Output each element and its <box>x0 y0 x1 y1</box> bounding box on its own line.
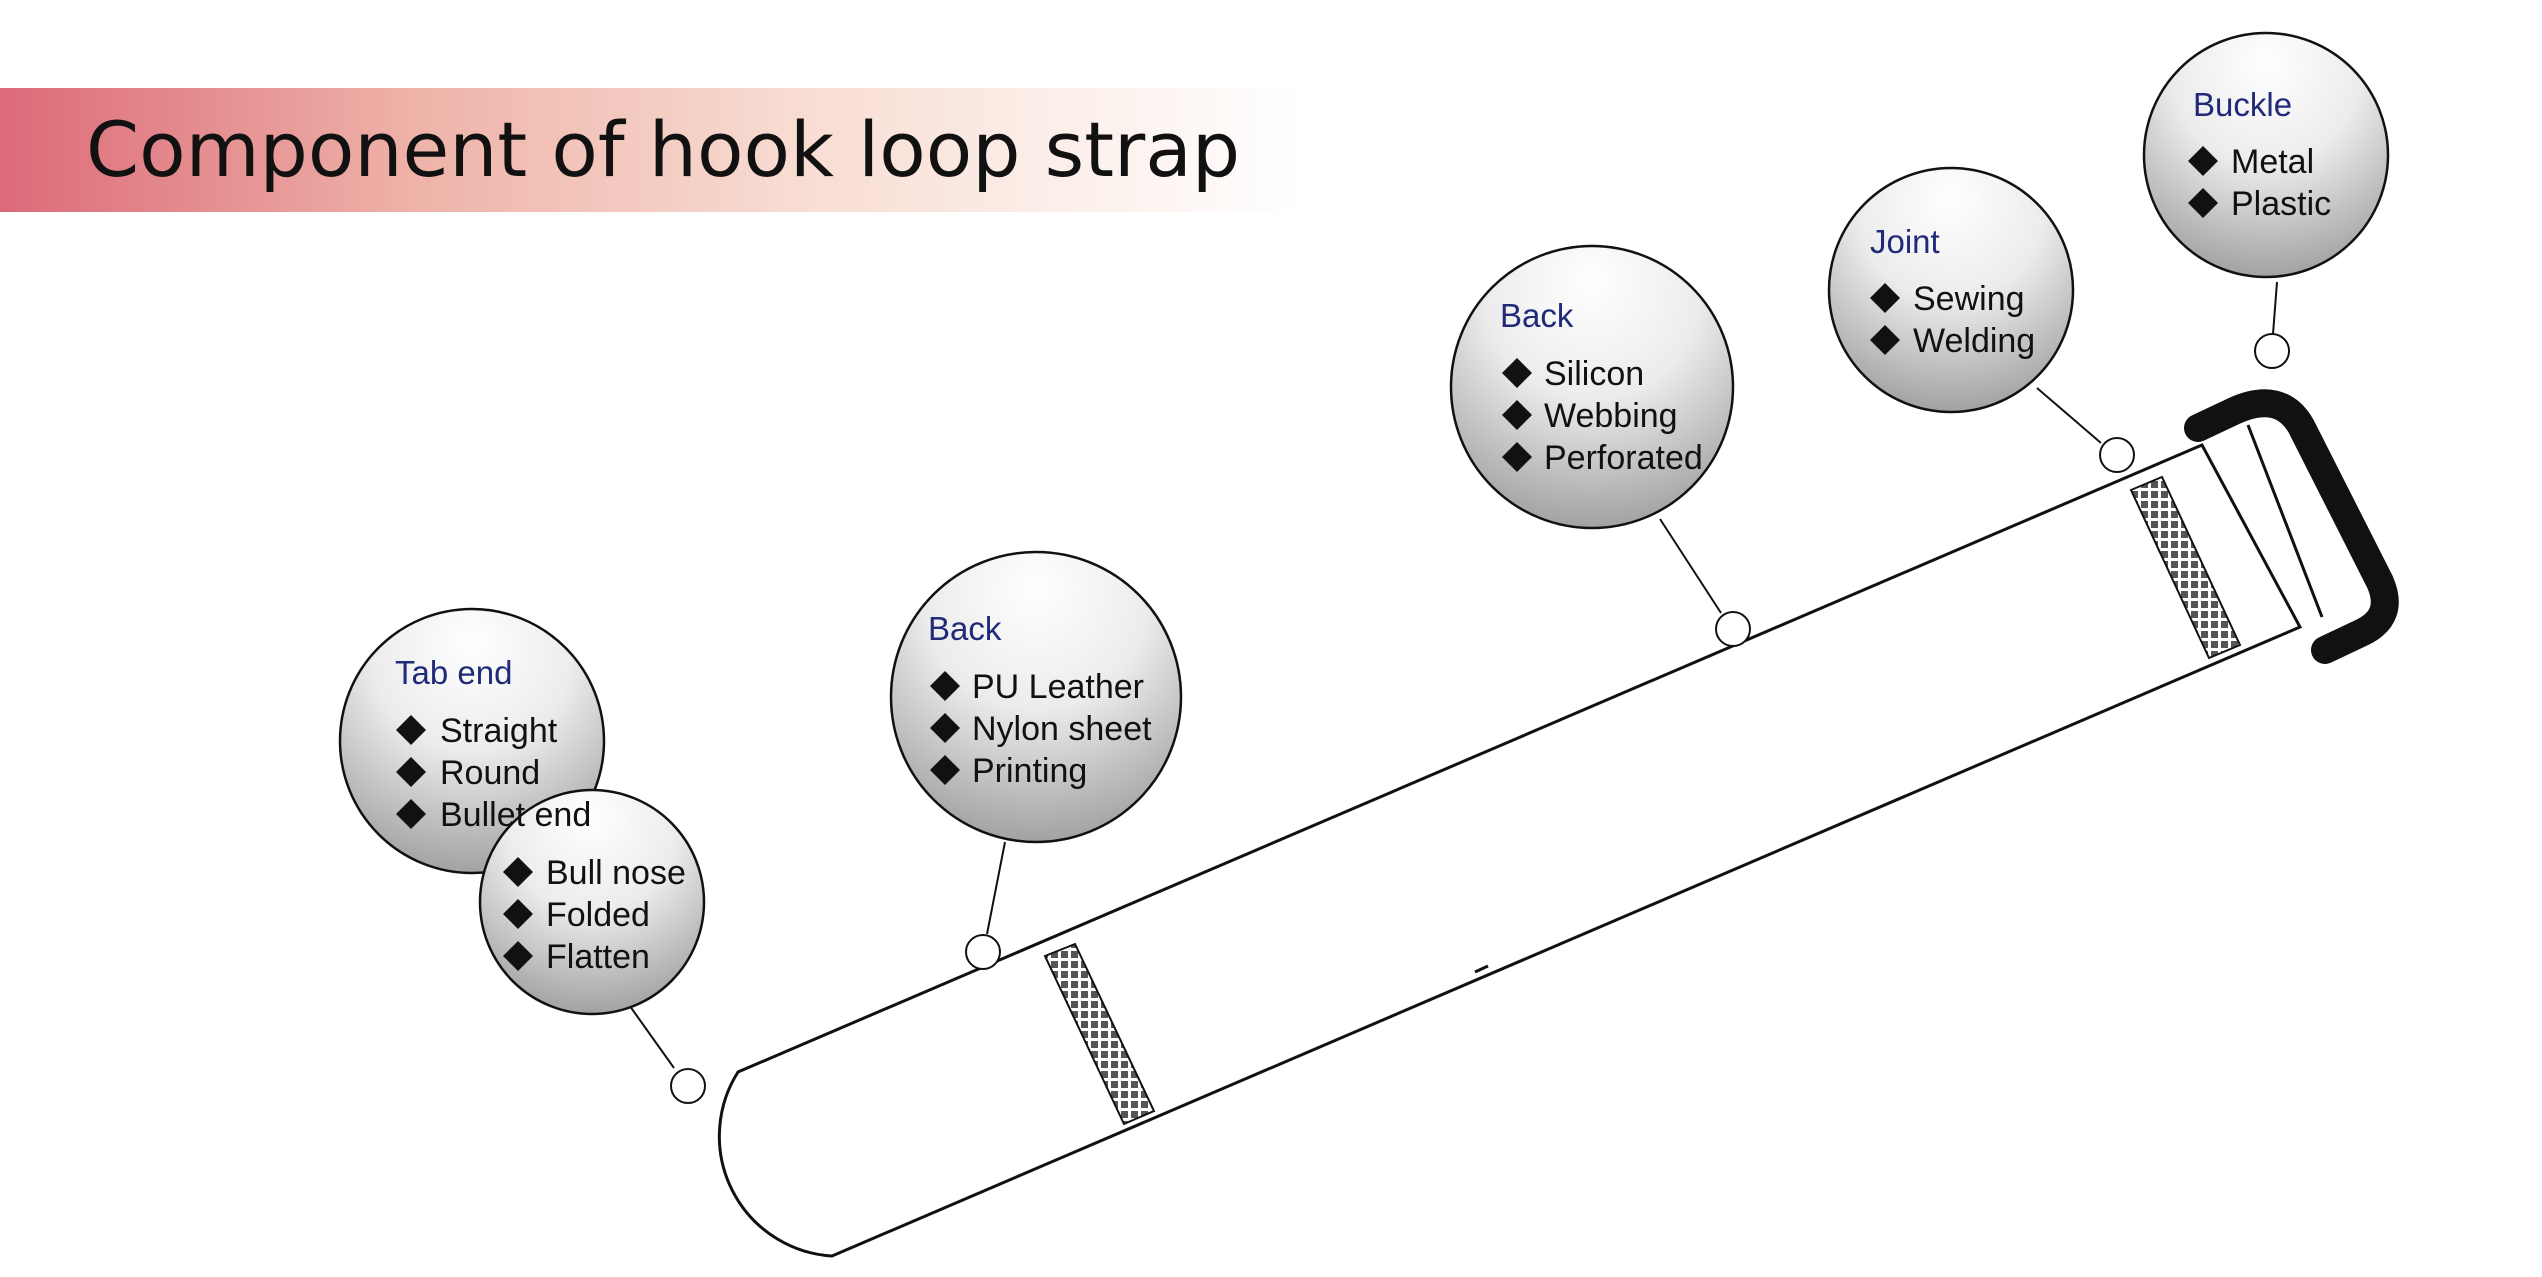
strap-body <box>717 443 2303 1258</box>
leader-dot-buckle <box>2254 333 2290 369</box>
bullet-list: Straight Round Bullet end Bull nose Fold… <box>396 712 686 976</box>
bubble-title: Back <box>928 610 1002 647</box>
list-item: Silicon <box>1544 355 1644 393</box>
diamond-bullet-icon <box>396 715 426 745</box>
diamond-bullet-icon <box>1502 400 1532 430</box>
leader-back-right <box>1659 518 1722 614</box>
bubble-title: Buckle <box>2193 86 2292 123</box>
strap-end-line <box>2246 424 2324 618</box>
bubble-circle <box>889 550 1183 844</box>
diamond-bullet-icon <box>1502 442 1532 472</box>
diamond-bullet-icon <box>396 757 426 787</box>
bubble-buckle: Buckle Metal Plastic <box>2142 31 2390 279</box>
leader-back-left <box>986 841 1006 935</box>
list-item: Folded <box>546 896 650 934</box>
leader-dot-back-left <box>965 934 1001 970</box>
leader-dot-joint <box>2099 437 2135 473</box>
list-item: Perforated <box>1544 439 1703 477</box>
bubble-title: Tab end <box>395 654 512 691</box>
list-item: Round <box>440 754 540 792</box>
leader-lines <box>626 281 2290 1104</box>
diamond-bullet-icon <box>503 857 533 887</box>
bubble-back-right: Back Silicon Webbing Perforated <box>1449 244 1735 530</box>
stitch-joint-left <box>1043 942 1156 1126</box>
list-item: Plastic <box>2231 185 2331 223</box>
leader-dot-back-right <box>1715 611 1751 647</box>
diamond-bullet-icon <box>1870 325 1900 355</box>
diamond-bullet-icon <box>1870 283 1900 313</box>
diamond-bullet-icon <box>503 941 533 971</box>
leader-buckle <box>2272 281 2278 335</box>
bubble-joint: Joint Sewing Welding <box>1827 166 2075 414</box>
leader-dot-tab-end <box>670 1068 706 1104</box>
bubble-title: Joint <box>1870 223 1940 260</box>
list-item: Straight <box>440 712 558 750</box>
bubble-circle <box>1827 166 2075 414</box>
title-banner: Component of hook loop strap <box>0 88 1300 212</box>
list-item: Metal <box>2231 143 2314 181</box>
strap <box>717 424 2324 1258</box>
stitch-joint-right <box>2129 475 2242 660</box>
diamond-bullet-icon <box>396 799 426 829</box>
list-item: Bullet end <box>440 796 591 834</box>
diamond-bullet-icon <box>2188 188 2218 218</box>
buckle <box>2184 389 2399 664</box>
diamond-bullet-icon <box>1502 358 1532 388</box>
list-item: PU Leather <box>972 668 1144 706</box>
page-title: Component of hook loop strap <box>86 105 1241 194</box>
list-item: Bull nose <box>546 854 686 892</box>
seam-mark <box>1474 964 1489 974</box>
buckle-frame <box>2184 389 2399 664</box>
bubble-tab-end-sub <box>478 788 706 1016</box>
diamond-bullet-icon <box>930 713 960 743</box>
diamond-bullet-icon <box>930 671 960 701</box>
bubble-back-left: Back PU Leather Nylon sheet Printing <box>889 550 1183 844</box>
leader-tab-end <box>626 1001 675 1069</box>
list-item: Printing <box>972 752 1087 790</box>
bubble-title: Back <box>1500 297 1574 334</box>
diamond-bullet-icon <box>930 755 960 785</box>
list-item: Welding <box>1913 322 2035 360</box>
list-item: Nylon sheet <box>972 710 1152 748</box>
bubble-tab-end: Tab end Straight Round Bullet end Bull n… <box>338 607 706 1016</box>
list-item: Flatten <box>546 938 650 976</box>
list-item: Webbing <box>1544 397 1678 435</box>
diamond-bullet-icon <box>2188 146 2218 176</box>
diamond-bullet-icon <box>503 899 533 929</box>
leader-joint <box>2036 387 2102 444</box>
list-item: Sewing <box>1913 280 2025 318</box>
